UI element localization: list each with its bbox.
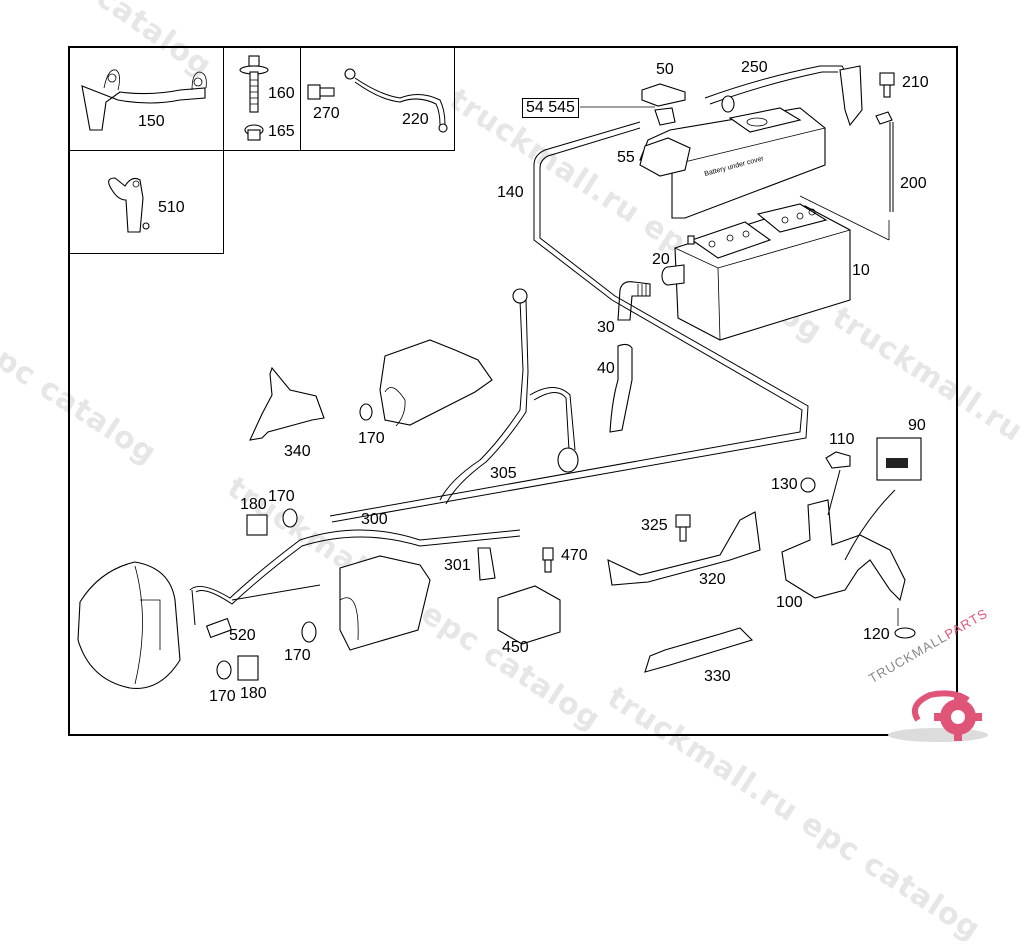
cable-140[interactable] xyxy=(329,121,809,523)
callout-160: 160 xyxy=(268,85,295,102)
callout-270: 270 xyxy=(313,105,340,122)
callout-320: 320 xyxy=(699,571,726,588)
bracket-510[interactable] xyxy=(108,177,150,233)
callout-50: 50 xyxy=(656,61,674,78)
callout-330: 330 xyxy=(704,668,731,685)
bracket-150[interactable] xyxy=(81,69,207,131)
callout-120: 120 xyxy=(863,626,890,643)
vent-hose-40[interactable] xyxy=(609,343,633,433)
bolt-325[interactable] xyxy=(675,514,691,542)
callout-301: 301 xyxy=(444,557,471,574)
washer-170-bottom-left[interactable] xyxy=(216,660,232,680)
grommet-120[interactable] xyxy=(894,608,916,639)
callout-55: 55 xyxy=(617,149,635,166)
callout-170: 170 xyxy=(268,488,295,505)
callout-165: 165 xyxy=(268,123,295,140)
bushing-180-top[interactable] xyxy=(246,514,268,536)
callout-250: 250 xyxy=(741,59,768,76)
cable-220[interactable] xyxy=(344,68,448,133)
battery-10[interactable] xyxy=(674,203,851,341)
bushing-180-bottom[interactable] xyxy=(237,655,259,681)
truckmall-parts-logo[interactable]: TRUCKMALLPARTS xyxy=(858,606,1024,750)
inset-cell-270-220 xyxy=(300,47,455,151)
callout-305: 305 xyxy=(490,465,517,482)
callout-520: 520 xyxy=(229,627,256,644)
clip-110[interactable] xyxy=(825,451,851,469)
bracket-320[interactable] xyxy=(607,511,761,586)
callout-20: 20 xyxy=(652,251,670,268)
washer-170-mid[interactable] xyxy=(301,621,317,643)
callout-140: 140 xyxy=(497,184,524,201)
arrow-90 xyxy=(844,489,896,561)
vent-hose-30[interactable] xyxy=(617,281,651,321)
callout-450: 450 xyxy=(502,639,529,656)
callout-170: 170 xyxy=(358,430,385,447)
cable-250[interactable] xyxy=(704,65,863,127)
bolt-270[interactable] xyxy=(307,84,335,100)
starter-motor-lower[interactable] xyxy=(339,555,431,651)
cable-305[interactable] xyxy=(439,288,579,505)
bolt-160[interactable] xyxy=(239,55,269,113)
strap-200[interactable] xyxy=(799,111,894,241)
callout-130: 130 xyxy=(771,476,798,493)
callout-170: 170 xyxy=(284,647,311,664)
callout-220: 220 xyxy=(402,111,429,128)
battery-cover[interactable]: Battery under cover xyxy=(639,107,826,219)
arrow-110 xyxy=(827,469,841,516)
relay-90[interactable] xyxy=(876,437,922,481)
callout-170: 170 xyxy=(209,688,236,705)
callout-180: 180 xyxy=(240,685,267,702)
callout-110: 110 xyxy=(829,431,855,448)
callout-150: 150 xyxy=(138,113,165,130)
holder-450[interactable] xyxy=(497,585,561,645)
gear-icon xyxy=(888,690,988,742)
callout-325: 325 xyxy=(641,517,668,534)
nut-520[interactable] xyxy=(205,617,233,639)
bolt-470[interactable] xyxy=(542,547,554,573)
callout-180: 180 xyxy=(240,496,267,513)
callout-300: 300 xyxy=(361,511,388,528)
callout-210: 210 xyxy=(902,74,929,91)
callout-200: 200 xyxy=(900,175,927,192)
washer-170-top[interactable] xyxy=(282,508,298,528)
nut-130[interactable] xyxy=(800,477,816,493)
clamp-301[interactable] xyxy=(477,547,496,581)
alternator[interactable] xyxy=(77,561,181,689)
plug-20[interactable] xyxy=(661,264,685,286)
callout-90: 90 xyxy=(908,417,926,434)
callout-30: 30 xyxy=(597,319,615,336)
strap-330[interactable] xyxy=(644,627,754,673)
bolt-210[interactable] xyxy=(879,72,895,98)
starter-motor-upper[interactable] xyxy=(359,339,493,427)
diagram-frame xyxy=(68,46,958,736)
cable-300[interactable] xyxy=(189,529,521,626)
bracket-340[interactable] xyxy=(249,366,325,441)
grommet-165[interactable] xyxy=(244,124,264,141)
callout-470: 470 xyxy=(561,547,588,564)
callout-340: 340 xyxy=(284,443,311,460)
reference-box[interactable]: 54 545 xyxy=(522,98,579,118)
bracket-100[interactable] xyxy=(781,499,906,602)
callout-100: 100 xyxy=(776,594,803,611)
callout-510: 510 xyxy=(158,199,185,216)
terminal-cap-50[interactable] xyxy=(641,83,686,126)
callout-40: 40 xyxy=(597,360,615,377)
diagram-drawing: Battery under cover xyxy=(77,55,922,689)
inset-cell-510 xyxy=(69,150,224,254)
terminal-cover-55[interactable] xyxy=(639,137,691,177)
callout-10: 10 xyxy=(852,262,870,279)
